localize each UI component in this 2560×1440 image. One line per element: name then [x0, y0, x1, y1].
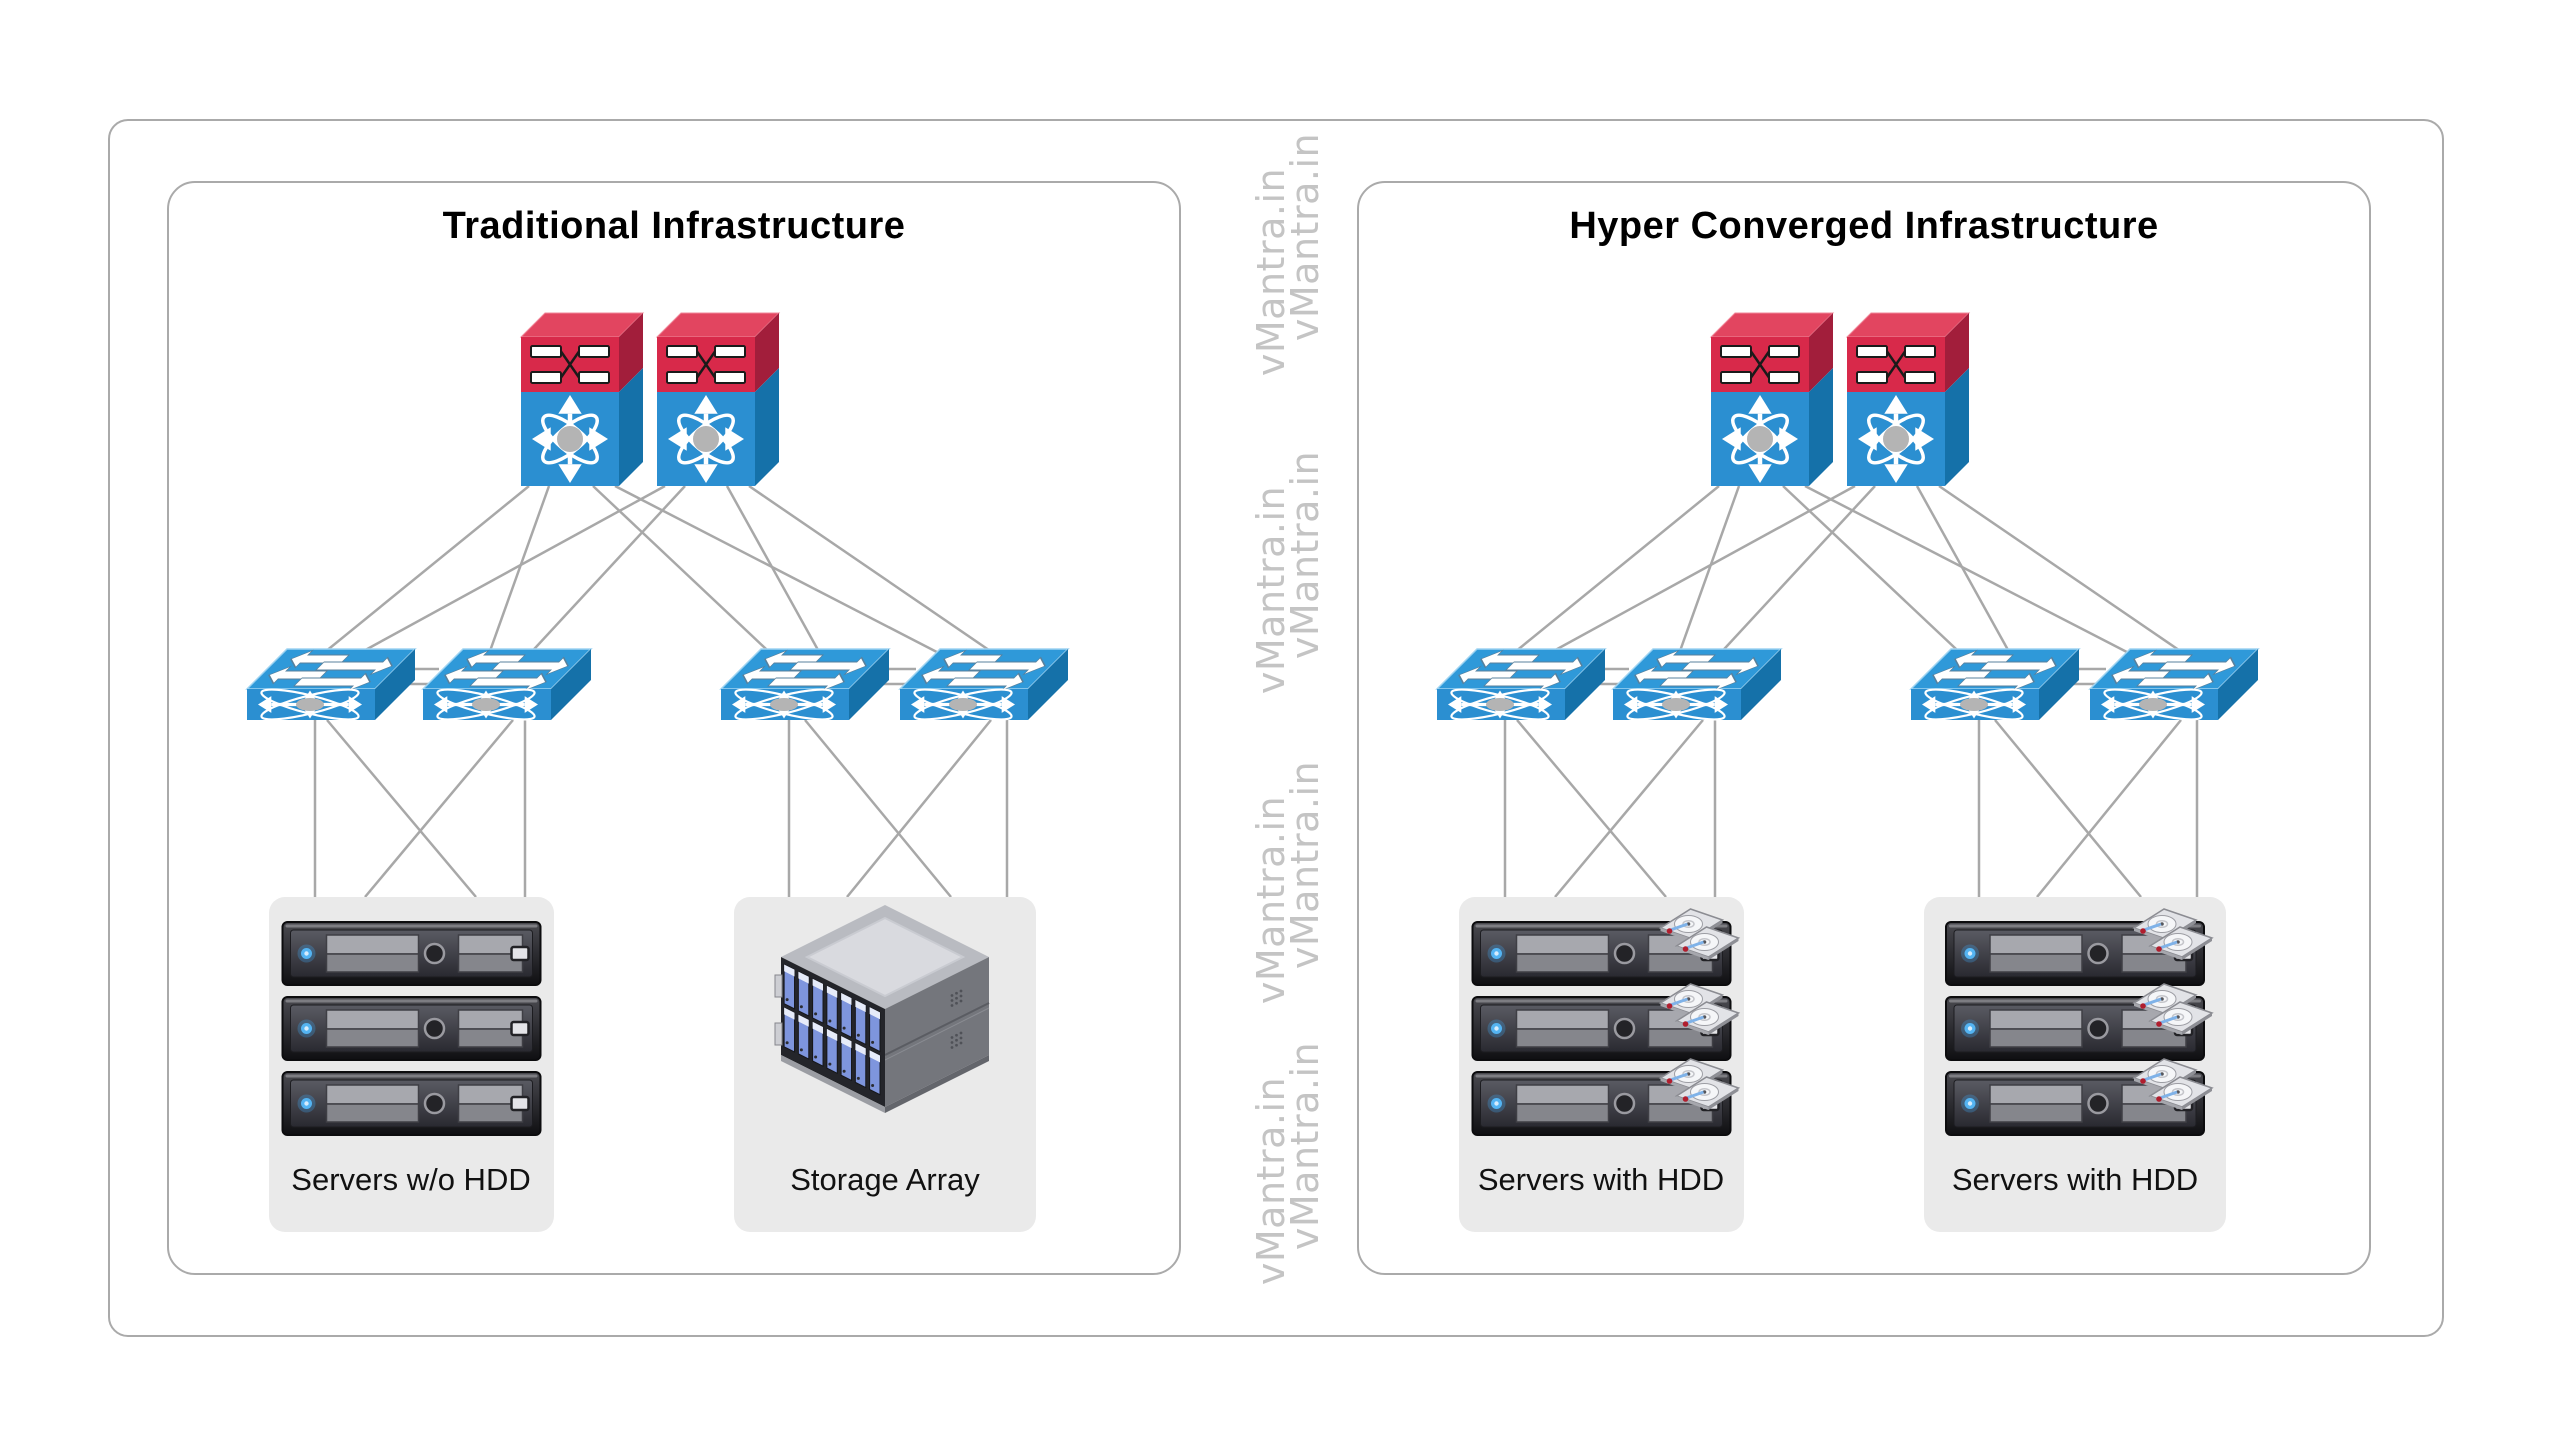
core-access-links [308, 484, 1003, 667]
hdd-stack-icon [2132, 983, 2214, 1035]
group-label: Storage Array [790, 1162, 980, 1197]
access-device-links [1503, 719, 2199, 898]
watermark-text: vMantra.in [1283, 1041, 1327, 1251]
hdd-icon [2132, 983, 2198, 1017]
rack-server-icon [1945, 1071, 2205, 1136]
access-switch-icon [1909, 648, 2081, 721]
panel-title: Traditional Infrastructure [442, 205, 906, 247]
hdd-stack-icon [1658, 1058, 1741, 1110]
rack-server-icon [281, 996, 542, 1061]
hdd-stack-icon [1658, 983, 1741, 1035]
topology-svg-traditional [245, 312, 1070, 1232]
watermark-text: vMantra.in [1283, 132, 1327, 342]
storage-array-icon [774, 905, 990, 1113]
group-label: Servers with HDD [1477, 1162, 1725, 1197]
hdd-icon [1674, 1076, 1741, 1110]
access-switch-icon [245, 648, 417, 721]
access-switch-icon [1611, 648, 1783, 721]
access-switch-icon [898, 648, 1070, 721]
panel-hyper-converged: Hyper Converged Infrastructure Servers w… [1357, 181, 2371, 1275]
access-switch-icon [1435, 648, 1607, 721]
core-switch-icon [519, 312, 645, 486]
access-switch-icon [421, 648, 593, 721]
group-label: Servers w/o HDD [291, 1162, 531, 1197]
core-switch-icon [655, 312, 781, 486]
access-device-links [313, 719, 1009, 898]
access-switch-icon [2088, 648, 2260, 721]
hdd-icon [1674, 1001, 1741, 1035]
group-label: Servers with HDD [1951, 1162, 2199, 1197]
rack-server-icon [281, 1071, 542, 1136]
hdd-icon [2148, 1076, 2214, 1110]
hdd-stack-icon [2132, 908, 2214, 960]
topology-svg-hyper-converged [1435, 312, 2260, 1232]
hdd-icon [2148, 926, 2214, 960]
access-switch-icon [719, 648, 891, 721]
panel-title: Hyper Converged Infrastructure [1569, 205, 2159, 247]
device-group [734, 897, 1036, 1232]
core-switch-icon [1709, 312, 1835, 486]
panel-traditional: Traditional Infrastructure Servers w/o H… [167, 181, 1181, 1275]
rack-server-icon [1945, 921, 2205, 986]
core-switch-icon [1845, 312, 1971, 486]
hdd-stack-icon [2132, 1058, 2214, 1110]
outer-frame [108, 119, 2444, 1337]
device-group [1924, 897, 2226, 1232]
hdd-stack-icon [1658, 908, 1741, 960]
device-group [1459, 897, 1744, 1232]
rack-server-icon [281, 921, 542, 986]
hdd-icon [2148, 1001, 2214, 1035]
watermark-text: vMantra.in [1283, 450, 1327, 660]
core-access-links [1498, 484, 2193, 667]
device-group [269, 897, 554, 1232]
rack-server-icon [1945, 996, 2205, 1061]
hdd-icon [1674, 926, 1741, 960]
